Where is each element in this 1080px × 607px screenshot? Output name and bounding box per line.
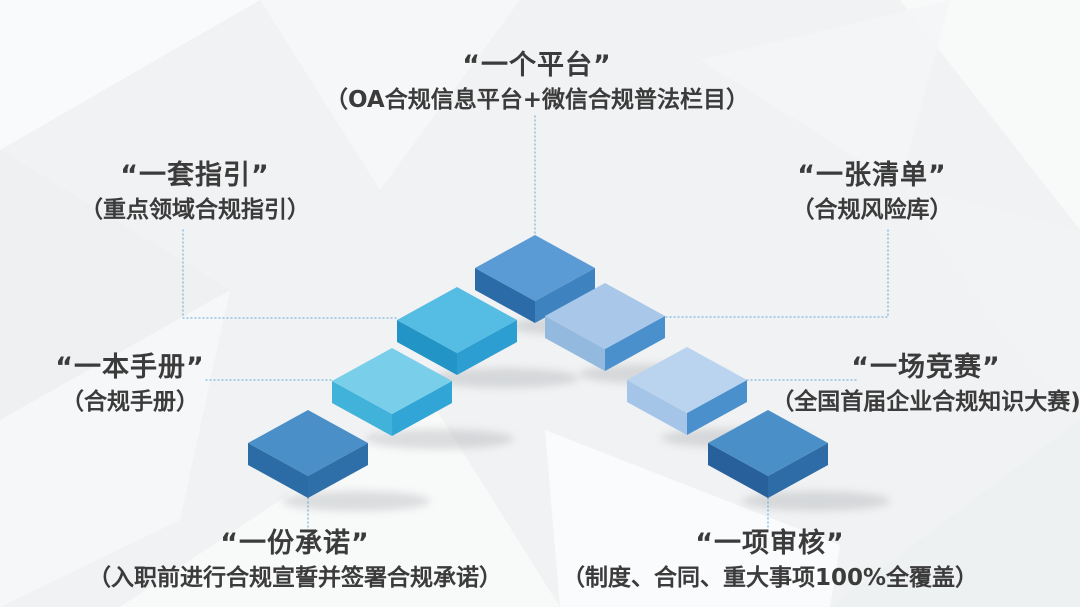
block-competition-right-face (687, 380, 747, 435)
block-commitment-top-face (248, 410, 368, 476)
block-handbook (332, 348, 514, 449)
block-competition-left-face (627, 380, 687, 435)
block-audit-right-face (768, 443, 828, 498)
label-audit: “一项审核” （制度、合同、重大事项100%全覆盖） (550, 528, 990, 592)
platform-subtitle: （OA合规信息平台+微信合规普法栏目） (324, 86, 749, 113)
label-guideline: “一套指引” （重点领域合规指引） (45, 160, 345, 224)
platform-title: “一个平台” (462, 50, 612, 81)
guideline-subtitle: （重点领域合规指引） (80, 196, 310, 223)
label-checklist: “一张清单” （合规风险库） (722, 160, 1022, 224)
label-competition: “一场竞赛” （全国首届企业合规知识大赛) (766, 352, 1080, 416)
block-audit-left-face (708, 443, 768, 498)
audit-subtitle: （制度、合同、重大事项100%全覆盖） (561, 564, 979, 591)
competition-title: “一场竞赛” (851, 352, 1001, 383)
block-audit-top-face (708, 410, 828, 476)
label-commitment: “一份承诺” （入职前进行合规宣誓并签署合规承诺） (75, 528, 515, 592)
block-audit (708, 410, 890, 511)
block-handbook-right-face (392, 381, 452, 436)
block-guideline (397, 287, 579, 388)
block-checklist-left-face (545, 316, 605, 371)
block-guideline-left-face (397, 320, 457, 375)
block-handbook-shadow (366, 429, 514, 449)
block-competition-top-face (627, 347, 747, 413)
block-guideline-shadow (431, 368, 579, 388)
commitment-title: “一份承诺” (220, 528, 370, 559)
block-platform-right-face (535, 268, 595, 323)
block-guideline-right-face (457, 320, 517, 375)
commitment-subtitle: （入职前进行合规宣誓并签署合规承诺） (88, 564, 502, 591)
connector-line-guideline (182, 229, 397, 319)
label-platform: “一个平台” （OA合规信息平台+微信合规普法栏目） (287, 50, 787, 114)
handbook-subtitle: （合规手册） (61, 388, 199, 415)
block-commitment-left-face (248, 443, 308, 498)
block-handbook-top-face (332, 348, 452, 414)
label-handbook: “一本手册” （合规手册） (0, 352, 260, 416)
block-handbook-left-face (332, 381, 392, 436)
block-checklist-top-face (545, 283, 665, 349)
guideline-title: “一套指引” (120, 160, 270, 191)
audit-title: “一项审核” (695, 528, 845, 559)
block-guideline-top-face (397, 287, 517, 353)
handbook-title: “一本手册” (55, 352, 205, 383)
block-commitment-shadow (282, 491, 430, 511)
connector-line-checklist (665, 229, 889, 318)
block-platform-left-face (475, 268, 535, 323)
block-commitment-right-face (308, 443, 368, 498)
competition-subtitle: （全国首届企业合规知识大赛) (771, 388, 1080, 415)
checklist-subtitle: （合规风险库） (791, 196, 953, 223)
block-commitment (248, 410, 430, 511)
checklist-title: “一张清单” (797, 160, 947, 191)
block-checklist-right-face (605, 316, 665, 371)
block-audit-shadow (742, 491, 890, 511)
block-platform-top-face (475, 235, 595, 301)
